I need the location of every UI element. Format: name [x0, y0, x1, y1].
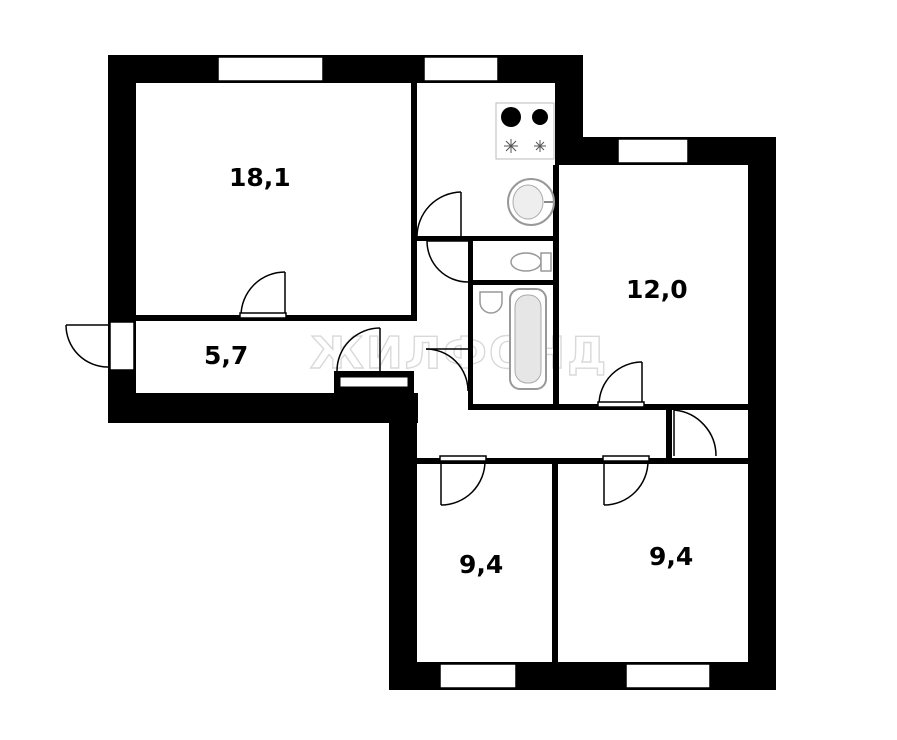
room-area-top-left: 18,1 — [229, 163, 291, 192]
door-kitchen[interactable] — [416, 191, 462, 238]
door-hall[interactable] — [336, 327, 381, 372]
doors — [65, 191, 717, 506]
windows — [109, 56, 711, 689]
bathtub-icon — [509, 288, 547, 390]
toilet-icon — [510, 252, 552, 272]
door-entry[interactable] — [65, 324, 109, 368]
sink-icon — [507, 178, 555, 226]
stove-icon — [495, 102, 555, 160]
room-area-bottom-right: 9,4 — [649, 542, 693, 571]
hall-cabinet — [339, 376, 409, 388]
window-room-bottom-middle — [439, 663, 517, 689]
door-closet[interactable] — [673, 409, 717, 457]
door-room-bottom-middle[interactable] — [439, 455, 487, 506]
door-room-bottom-right[interactable] — [602, 455, 650, 506]
window-kitchen — [423, 56, 499, 82]
door-room-right[interactable] — [597, 361, 645, 408]
window-room-bottom-right — [625, 663, 711, 689]
door-room-top-left[interactable] — [239, 271, 287, 319]
window-room-top-left — [217, 56, 324, 82]
window-room-right — [617, 138, 689, 164]
entry-door-opening — [109, 321, 135, 371]
door-bath[interactable] — [425, 348, 469, 392]
door-toilet[interactable] — [426, 240, 469, 283]
room-area-bottom-middle: 9,4 — [459, 550, 503, 579]
bath-sink-icon — [479, 291, 503, 314]
room-area-right: 12,0 — [626, 275, 688, 304]
room-area-hall: 5,7 — [204, 341, 248, 370]
